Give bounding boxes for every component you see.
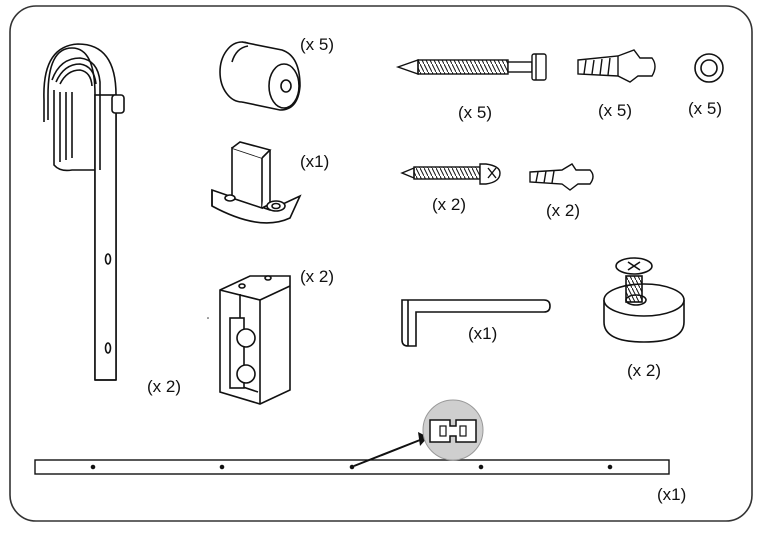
washer-drawing — [694, 53, 724, 83]
spacer-with-screw-qty: (x 2) — [627, 361, 661, 380]
track-rail-drawing — [34, 459, 670, 475]
anti-jump-block-qty: (x 2) — [300, 267, 334, 286]
stray-mark — [207, 317, 209, 319]
hex-key-drawing — [401, 299, 551, 347]
wall-anchor-small-qty: (x 2) — [546, 201, 580, 220]
floor-guide-qty: (x1) — [300, 152, 329, 171]
roller-hanger-qty: (x 2) — [147, 377, 181, 396]
washer-qty: (x 5) — [688, 99, 722, 118]
wall-anchor-large-drawing — [577, 49, 656, 83]
stopper-qty: (x 5) — [300, 35, 334, 54]
anti-jump-block-drawing — [219, 275, 291, 405]
stopper-drawing — [219, 41, 301, 111]
machine-screw-qty: (x 2) — [432, 195, 466, 214]
machine-screw-drawing — [400, 163, 501, 185]
spacer-with-screw-drawing — [603, 257, 685, 343]
track-rail-qty: (x1) — [657, 485, 686, 504]
lag-screw-qty: (x 5) — [458, 103, 492, 122]
floor-guide-drawing — [211, 141, 302, 224]
kit-border — [9, 5, 753, 522]
roller-hanger-drawing — [43, 43, 125, 381]
wall-anchor-small-drawing — [529, 163, 594, 191]
rail-detail-callout — [353, 399, 484, 467]
wall-anchor-large-qty: (x 5) — [598, 101, 632, 120]
lag-screw-drawing — [395, 53, 547, 81]
hex-key-qty: (x1) — [468, 324, 497, 343]
